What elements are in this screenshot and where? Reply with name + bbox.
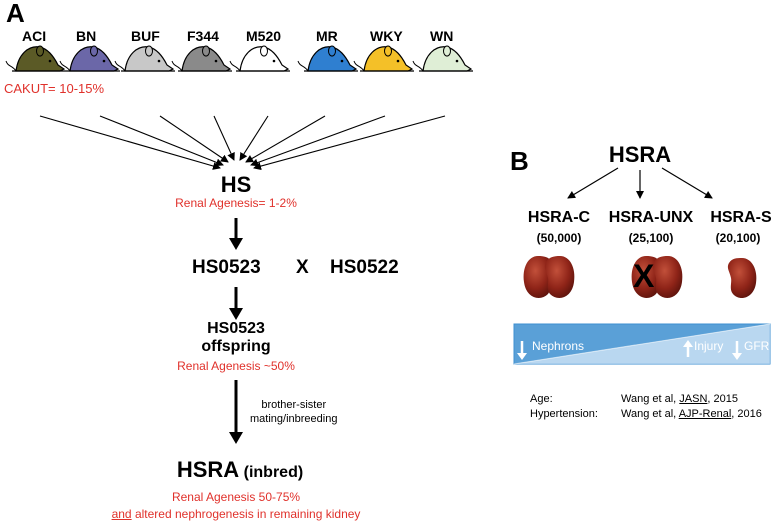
group-count-hsra-unx: (25,100) <box>628 231 674 245</box>
group-count-hsra-c: (50,000) <box>536 231 582 245</box>
hsra-note-1: Renal Agenesis 50-75% <box>171 490 301 504</box>
arrow-hsra-s <box>661 167 713 199</box>
ref-ht-journal: AJP-Renal <box>678 408 732 420</box>
ref-age-pre: Wang et al, <box>621 393 680 405</box>
ref-age-post: , 2015 <box>707 393 739 405</box>
hs-note: Renal Agenesis= 1-2% <box>175 196 297 210</box>
cross-left: HS0523 <box>192 257 261 278</box>
ref-label-age: Age: <box>530 393 553 405</box>
panel-b-title: HSRA <box>608 142 672 167</box>
hsra-heading: HSRA (inbred) <box>177 457 303 483</box>
hsra-note-2-rest: altered nephrogenesis in remaining kidne… <box>131 507 361 521</box>
arrow-f344-hs <box>213 115 235 161</box>
band-label-gfr: GFR <box>744 339 770 353</box>
ref-citation-hypertension: Wang et al, AJP-Renal, 2016 <box>621 408 762 420</box>
kidneys-hsra-unx <box>631 256 683 298</box>
kidneys-hsra-c <box>523 256 575 298</box>
band-label-injury: Injury <box>694 339 724 353</box>
strain-label-wn: WN <box>430 28 454 44</box>
strain-label-bn: BN <box>76 28 97 44</box>
cakut-note: CAKUT= 10-15% <box>4 81 105 96</box>
group-name-hsra-unx: HSRA-UNX <box>608 209 694 226</box>
mating-line2: mating/inbreeding <box>250 413 338 425</box>
group-name-hsra-c: HSRA-C <box>527 209 591 226</box>
strain-label-buf: BUF <box>131 28 160 44</box>
arrow-bn-hs <box>99 115 224 167</box>
offspring-note: Renal Agenesis ~50% <box>177 359 295 373</box>
mating-line1: brother-sister <box>261 399 327 411</box>
mating-note: brother-sister mating/inbreeding <box>250 398 337 426</box>
kidney-hsra-s <box>727 258 757 299</box>
strain-label-f344: F344 <box>187 28 219 44</box>
ref-age-journal: JASN <box>679 393 708 405</box>
panel-a-label: A <box>6 0 25 28</box>
strain-label-mr: MR <box>316 28 338 44</box>
rat-icon-f344 <box>171 45 232 72</box>
arrow-hsra-c <box>567 167 619 199</box>
hsra-suffix: (inbred) <box>243 464 304 481</box>
group-count-hsra-s: (20,100) <box>715 231 761 245</box>
rat-icon-m520 <box>229 45 290 72</box>
panel-b-label: B <box>510 146 529 176</box>
ref-ht-pre: Wang et al, <box>621 408 679 420</box>
rat-icon-buf <box>114 45 175 72</box>
rat-icon-wky <box>353 45 414 72</box>
nephron-injury-band <box>513 323 771 365</box>
rat-icon-wn <box>412 45 473 72</box>
offspring-label: HS0523 offspring <box>201 320 270 356</box>
hs-title: HS <box>220 172 252 197</box>
hsra-note-2-and: and <box>111 507 132 521</box>
converging-arrows <box>39 115 446 171</box>
arrow-mr-hs <box>245 115 326 163</box>
ref-citation-age: Wang et al, JASN, 2015 <box>621 393 738 405</box>
cross-right: HS0522 <box>330 257 399 278</box>
cross-x: X <box>296 257 309 278</box>
strain-label-aci: ACI <box>22 28 47 44</box>
hsra-note-2: and altered nephrogenesis in remaining k… <box>112 507 361 521</box>
arrow-buf-hs <box>159 115 229 163</box>
ref-label-hypertension: Hypertension: <box>530 408 598 420</box>
rat-icon-mr <box>297 45 358 72</box>
strain-label-m520: M520 <box>246 28 282 44</box>
nephrectomy-mark: X <box>633 258 655 294</box>
group-name-hsra-s: HSRA-S <box>710 209 771 226</box>
band-label-nephrons: Nephrons <box>532 339 585 353</box>
strain-label-wky: WKY <box>370 28 403 44</box>
rat-icon-bn <box>59 45 120 72</box>
arrow-wn-hs <box>253 115 446 171</box>
arrow-m520-hs <box>239 115 269 161</box>
ref-ht-post: , 2016 <box>731 408 762 420</box>
offspring-line2: offspring <box>201 338 271 355</box>
arrow-wky-hs <box>250 115 386 167</box>
rat-icon-aci <box>5 45 66 72</box>
offspring-line1: HS0523 <box>207 320 265 337</box>
hsra-title-a: HSRA <box>176 457 240 482</box>
arrow-aci-hs <box>39 115 221 170</box>
